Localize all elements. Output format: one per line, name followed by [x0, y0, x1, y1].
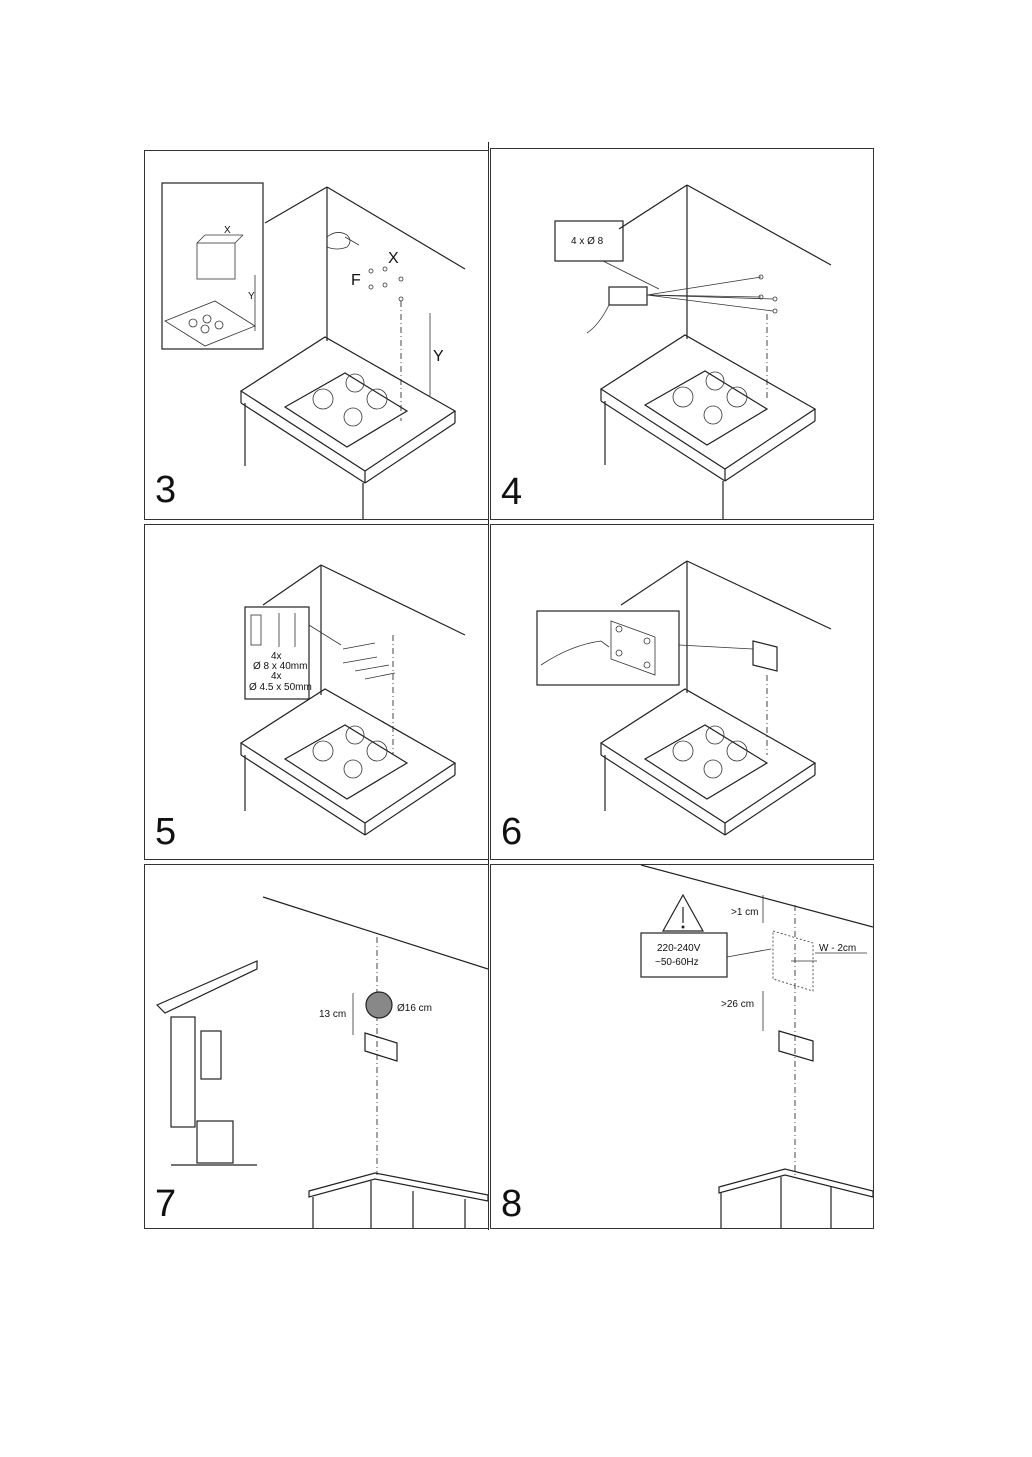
- panel-step-5: 4x Ø 8 x 40mm 4x Ø 4.5 x 50mm 5: [144, 524, 489, 860]
- screw-qty-label: 4x: [271, 671, 282, 682]
- frequency-label: ~50-60Hz: [655, 957, 699, 968]
- warning-icon: [661, 893, 705, 932]
- panel-step-7: 13 cm Ø16 cm 7: [144, 864, 489, 1229]
- inset-x-label: X: [224, 225, 231, 236]
- step-8-illustration: 220-240V ~50-60Hz >1 cm W - 2cm >26 cm: [640, 865, 873, 1228]
- step-number-8: 8: [501, 1183, 523, 1225]
- step-number-5: 5: [155, 811, 177, 853]
- panel-step-8: 220-240V ~50-60Hz >1 cm W - 2cm >26 cm 8: [490, 864, 874, 1229]
- step-4-illustration: 4 x Ø 8: [554, 184, 832, 519]
- step-5-illustration: 4x Ø 8 x 40mm 4x Ø 4.5 x 50mm: [239, 564, 466, 836]
- anchor-size-label: Ø 8 x 40mm: [253, 661, 307, 672]
- bottom-clearance-label: >26 cm: [721, 999, 754, 1010]
- inset-y-label: Y: [248, 291, 255, 302]
- x-label: X: [388, 250, 399, 267]
- step-number-3: 3: [155, 469, 177, 511]
- y-label: Y: [433, 348, 444, 365]
- top-clearance-label: >1 cm: [731, 907, 759, 918]
- step-number-4: 4: [501, 471, 523, 513]
- step-3-illustration: X Y X F Y: [161, 182, 466, 519]
- hole-diameter-label: Ø16 cm: [397, 1003, 432, 1014]
- step-7-illustration: 13 cm Ø16 cm: [155, 896, 488, 1228]
- step-number-6: 6: [501, 811, 523, 853]
- f-label: F: [351, 272, 361, 289]
- hole-height-label: 13 cm: [319, 1009, 346, 1020]
- voltage-label: 220-240V: [657, 943, 701, 954]
- step-6-illustration: [536, 560, 832, 836]
- panel-step-3: X Y X F Y 3: [144, 150, 489, 520]
- step-number-7: 7: [155, 1183, 177, 1225]
- screw-size-label: Ø 4.5 x 50mm: [249, 682, 312, 693]
- drill-label: 4 x Ø 8: [571, 236, 604, 247]
- panel-step-4: 4 x Ø 8 4: [490, 148, 874, 520]
- width-label: W - 2cm: [819, 943, 856, 954]
- anchor-qty-label: 4x: [271, 651, 282, 662]
- panel-step-6: 6: [490, 524, 874, 860]
